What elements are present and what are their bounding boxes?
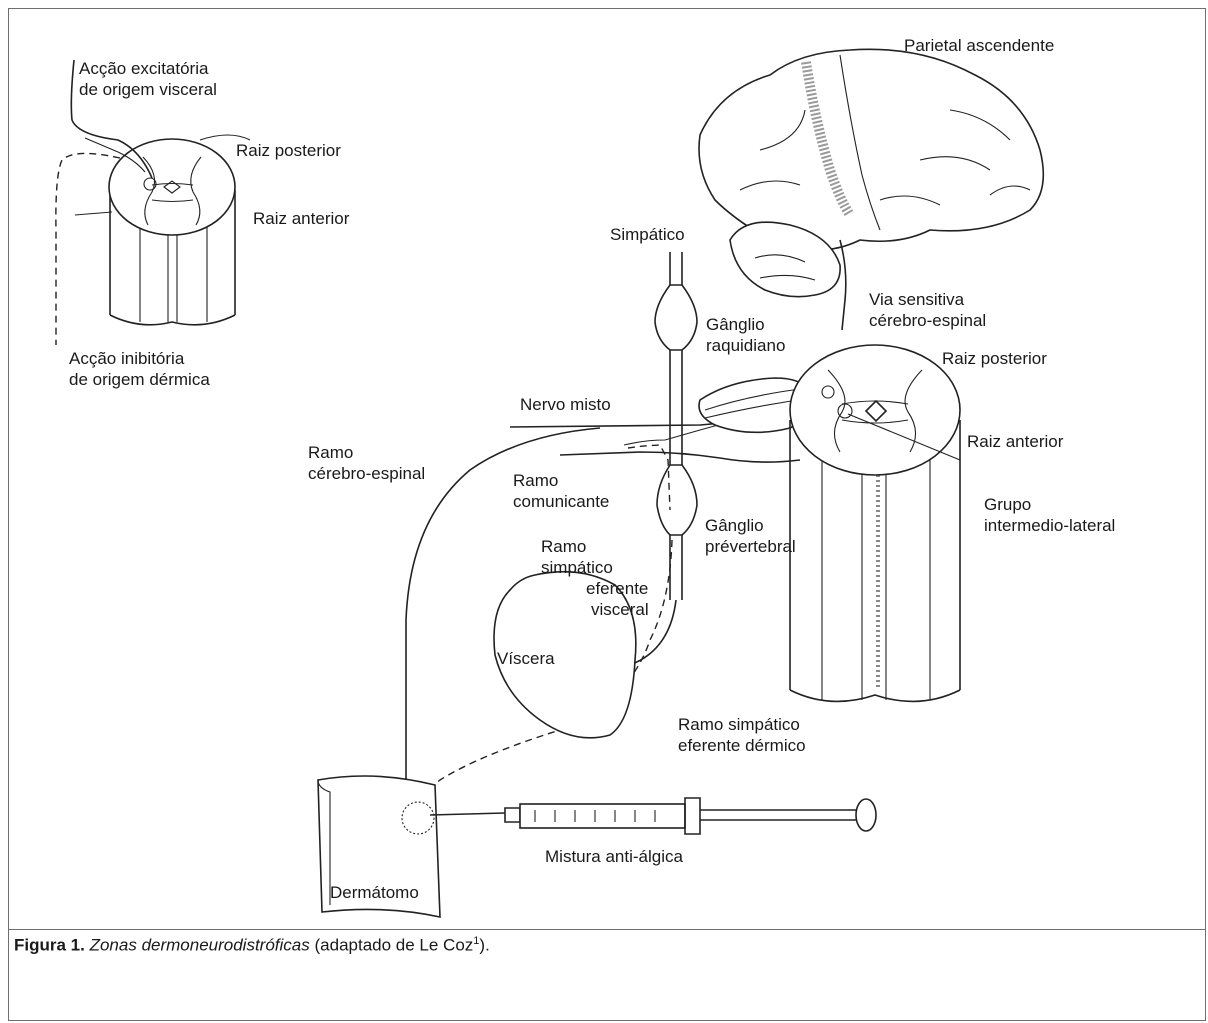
- label-accao-excitatoria: Acção excitatória de origem visceral: [79, 58, 217, 100]
- label-ganglio-prevertebral: Gânglio prévertebral: [705, 515, 796, 557]
- label-nervo-misto: Nervo misto: [520, 394, 611, 415]
- label-raiz-anterior-right: Raiz anterior: [967, 431, 1063, 452]
- label-raiz-posterior-right: Raiz posterior: [942, 348, 1047, 369]
- label-accao-inibitoria: Acção inibitória de origem dérmica: [69, 348, 210, 390]
- label-viscera: Víscera: [497, 648, 555, 669]
- large-spinal-cord: [790, 345, 960, 701]
- caption-source: (adaptado de Le Coz: [315, 936, 474, 955]
- label-ramo-cerebro-espinal: Ramo cérebro-espinal: [308, 442, 425, 484]
- small-spinal-cord: [109, 139, 235, 325]
- label-ramo-simpatico-visceral: Ramo simpático eferente visceral: [541, 536, 649, 620]
- label-via-sensitiva: Via sensitiva cérebro-espinal: [869, 289, 986, 331]
- label-dermatomo: Dermátomo: [330, 882, 419, 903]
- syringe: [430, 798, 876, 834]
- label-raiz-anterior-left: Raiz anterior: [253, 208, 349, 229]
- caption-close: ).: [479, 936, 489, 955]
- label-ramo-simpatico-dermico: Ramo simpático eferente dérmico: [678, 714, 806, 756]
- label-ramo-comunicante: Ramo comunicante: [513, 470, 609, 512]
- label-raiz-posterior-left: Raiz posterior: [236, 140, 341, 161]
- label-simpatico: Simpático: [610, 224, 685, 245]
- brain: [699, 49, 1043, 330]
- label-parietal-ascendente: Parietal ascendente: [904, 35, 1054, 56]
- label-mistura-anti-algica: Mistura anti-álgica: [545, 846, 683, 867]
- label-grupo-intermedio-lateral: Grupo intermedio-lateral: [984, 494, 1115, 536]
- caption-title: Zonas dermoneurodistróficas: [90, 936, 310, 955]
- figure-caption: Figura 1. Zonas dermoneurodistróficas (a…: [14, 935, 490, 956]
- label-ganglio-raquidiano: Gânglio raquidiano: [706, 314, 785, 356]
- caption-figure-label: Figura 1.: [14, 936, 85, 955]
